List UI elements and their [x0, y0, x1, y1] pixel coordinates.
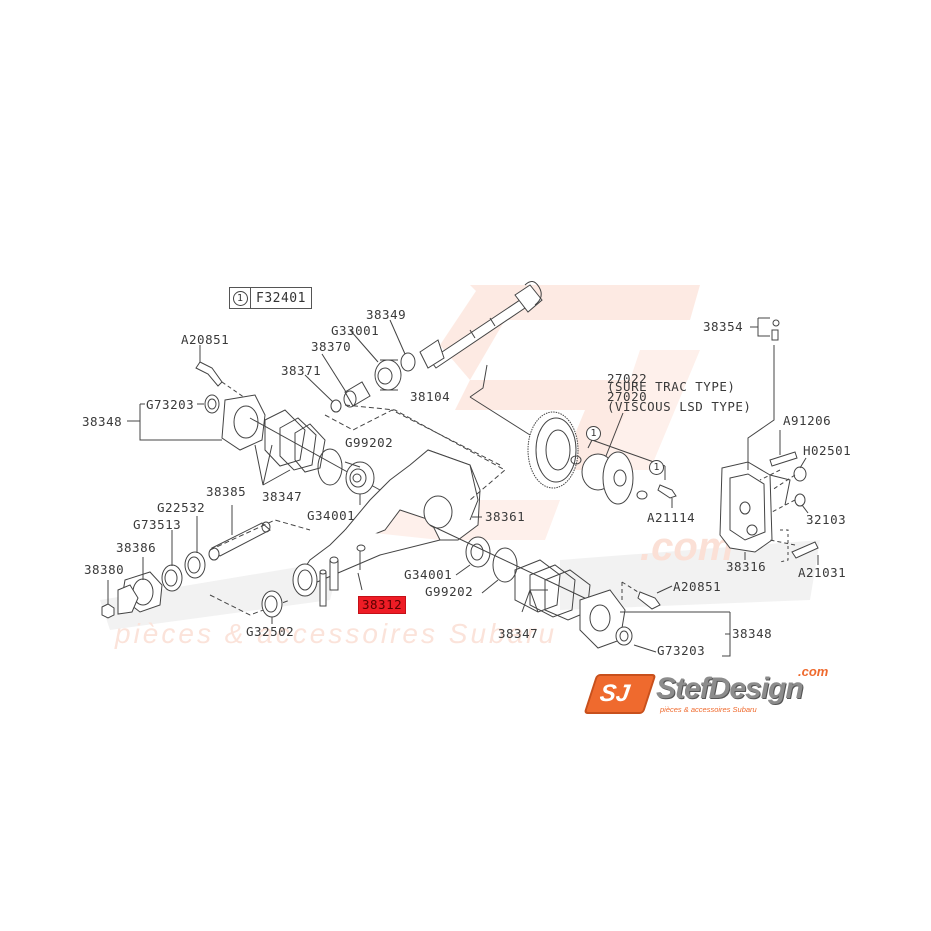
part-label-38348-right[interactable]: 38348 — [732, 626, 773, 641]
part-label-38104[interactable]: 38104 — [410, 389, 451, 404]
logo-domain: .com — [798, 664, 829, 679]
part-label-38371[interactable]: 38371 — [281, 363, 322, 378]
part-label-27022[interactable]: 27022 — [607, 371, 648, 386]
part-label-38386[interactable]: 38386 — [116, 540, 157, 555]
part-label-A21114[interactable]: A21114 — [647, 510, 696, 525]
part-label-G73513[interactable]: G73513 — [133, 517, 182, 532]
differential-carrier — [292, 449, 481, 607]
logo-name: StefDesign — [656, 672, 804, 705]
part-note-sure-trac: (SURE TRAC TYPE) — [607, 379, 736, 394]
part-label-G99202-upper[interactable]: G99202 — [345, 435, 394, 450]
part-label-G73203[interactable]: G73203 — [146, 397, 195, 412]
part-label-A20851[interactable]: A20851 — [181, 332, 230, 347]
part-label-A21031[interactable]: A21031 — [798, 565, 847, 580]
watermark-tagline: pièces & accessoires Subaru — [115, 618, 558, 649]
part-label-38348[interactable]: 38348 — [82, 414, 123, 429]
part-label-A91206[interactable]: A91206 — [783, 413, 832, 428]
part-label-38380[interactable]: 38380 — [84, 562, 125, 577]
part-label-38370[interactable]: 38370 — [311, 339, 352, 354]
part-label-G32502[interactable]: G32502 — [246, 624, 295, 639]
part-label-G22532[interactable]: G22532 — [157, 500, 206, 515]
callout-circle: 1 — [232, 290, 248, 306]
logo-badge-icon: SJ — [583, 674, 657, 714]
part-label-38347-upper[interactable]: 38347 — [262, 489, 303, 504]
differential-case — [581, 439, 666, 505]
part-label-H02501[interactable]: H02501 — [803, 443, 852, 458]
part-label-G99202-lower[interactable]: G99202 — [425, 584, 474, 599]
part-label-38385[interactable]: 38385 — [206, 484, 247, 499]
part-label-38354[interactable]: 38354 — [703, 319, 744, 334]
part-label-G73203-right[interactable]: G73203 — [657, 643, 706, 658]
reference-legend: 1 F32401 — [229, 287, 312, 309]
rear-cover — [719, 461, 791, 553]
part-label-38312-selected[interactable]: 38312 — [358, 596, 407, 614]
part-note-viscous-lsd: (VISCOUS LSD TYPE) — [607, 399, 752, 414]
part-label-38361[interactable]: 38361 — [485, 509, 526, 524]
callout-1-lower: 1 — [649, 460, 664, 475]
ring-gear — [527, 411, 579, 489]
callout-1-upper: 1 — [586, 426, 601, 441]
part-label-27020[interactable]: 27020 — [607, 389, 648, 404]
part-label-32103[interactable]: 32103 — [806, 512, 847, 527]
part-label-A20851-lower[interactable]: A20851 — [673, 579, 722, 594]
stefdesign-logo: SJ StefDesign .com pièces & accessoires … — [583, 664, 850, 716]
part-label-G34001-upper[interactable]: G34001 — [307, 508, 356, 523]
part-label-38349[interactable]: 38349 — [366, 307, 407, 322]
part-label-38347-lower[interactable]: 38347 — [498, 626, 539, 641]
part-label-38316[interactable]: 38316 — [726, 559, 767, 574]
drive-pinion-shaft — [419, 281, 543, 369]
part-label-G34001-lower[interactable]: G34001 — [404, 567, 453, 582]
logo-tagline: pièces & accessoires Subaru — [660, 705, 757, 714]
part-label-G33001[interactable]: G33001 — [331, 323, 380, 338]
svg-text:.com: .com — [640, 525, 733, 569]
reference-code: F32401 — [256, 290, 306, 306]
